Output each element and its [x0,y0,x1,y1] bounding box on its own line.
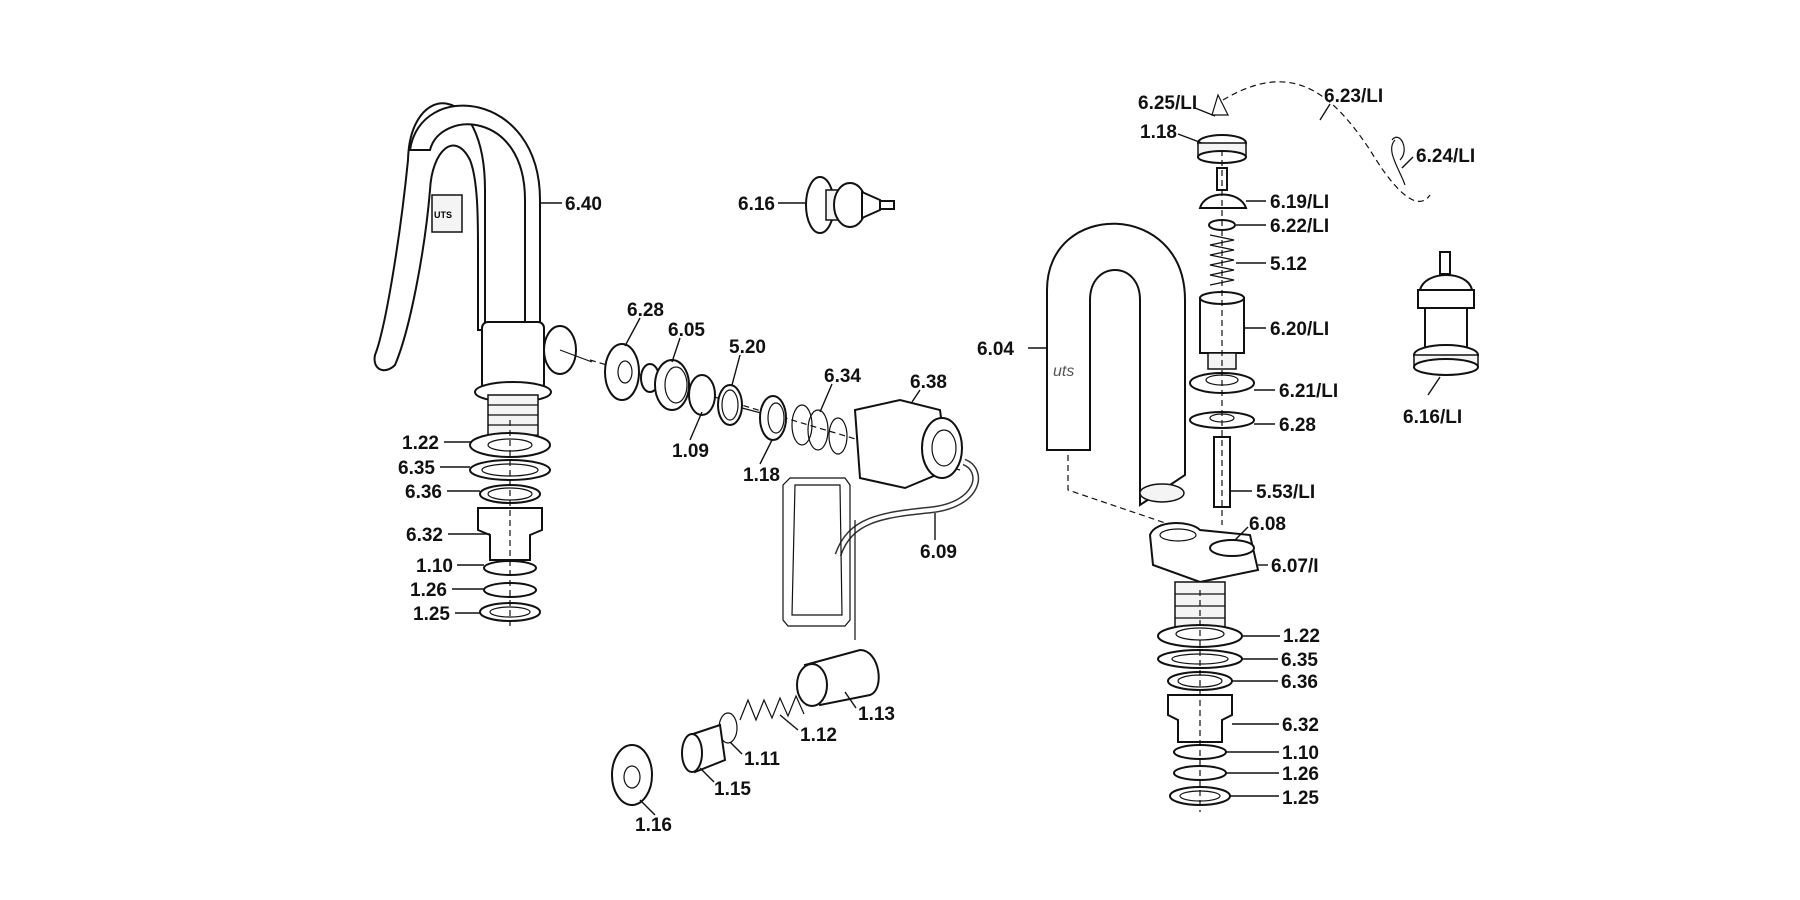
label-6-22-li: 6.22/LI [1270,216,1329,237]
right-spout-logo: uts [1053,363,1074,380]
assembled-valve-drawing [1413,251,1479,376]
label-6-08: 6.08 [1249,514,1286,535]
label-6-24-li: 6.24/LI [1416,146,1475,167]
label-1-18-left: 1.18 [743,465,780,486]
label-1-25-right: 1.25 [1282,788,1319,809]
label-6-16-li: 6.16/LI [1403,407,1462,428]
label-6-40: 6.40 [565,194,602,215]
right-spout [1046,222,1186,507]
label-6-38: 6.38 [910,372,947,393]
label-6-28-left: 6.28 [627,300,664,321]
label-1-26-right: 1.26 [1282,764,1319,785]
label-1-11: 1.11 [744,749,780,770]
label-1-12: 1.12 [800,725,837,746]
label-6-25-li: 6.25/LI [1138,93,1197,114]
label-6-36-left: 6.36 [405,482,442,503]
left-faucet-drawing: UTS [373,102,593,630]
label-5-12: 5.12 [1270,254,1307,275]
label-6-07-i: 6.07/I [1271,556,1319,577]
label-6-32-right: 6.32 [1282,715,1319,736]
left-spout-logo: UTS [434,210,452,220]
label-6-35-right: 6.35 [1281,650,1318,671]
label-6-32-left: 6.32 [406,525,443,546]
label-6-04: 6.04 [977,339,1014,360]
label-1-09: 1.09 [672,441,709,462]
label-6-19-li: 6.19/LI [1270,192,1329,213]
label-6-09: 6.09 [920,542,957,563]
label-5-53-li: 5.53/LI [1256,482,1315,503]
label-1-13: 1.13 [858,704,895,725]
label-1-26-left: 1.26 [410,580,447,601]
leader-lines [440,103,1441,816]
cartridge-parts-drawing [589,343,963,490]
label-6-36-right: 6.36 [1281,672,1318,693]
label-1-10-left: 1.10 [416,556,453,577]
label-1-25-left: 1.25 [413,604,450,625]
label-1-18-right: 1.18 [1140,122,1177,143]
label-6-35-left: 6.35 [398,458,435,479]
label-1-22-right: 1.22 [1283,626,1320,647]
label-1-10-right: 1.10 [1282,743,1319,764]
label-1-16: 1.16 [635,815,672,836]
actuator-drawing [611,458,980,806]
label-6-05: 6.05 [668,320,705,341]
label-1-15: 1.15 [714,779,751,800]
label-6-23-li: 6.23/LI [1324,86,1383,107]
left-spout [373,102,486,372]
label-6-28-right: 6.28 [1279,415,1316,436]
label-1-22-left: 1.22 [402,433,439,454]
label-6-20-li: 6.20/LI [1270,319,1329,340]
right-faucet-drawing: uts [1046,81,1431,812]
label-6-34: 6.34 [824,366,861,387]
label-6-16: 6.16 [738,194,775,215]
label-5-20: 5.20 [729,337,766,358]
label-6-21-li: 6.21/LI [1279,381,1338,402]
push-button-drawing [805,176,895,234]
part-labels: 6.40 6.16 6.28 6.05 5.20 6.34 6.38 1.09 … [398,86,1475,836]
